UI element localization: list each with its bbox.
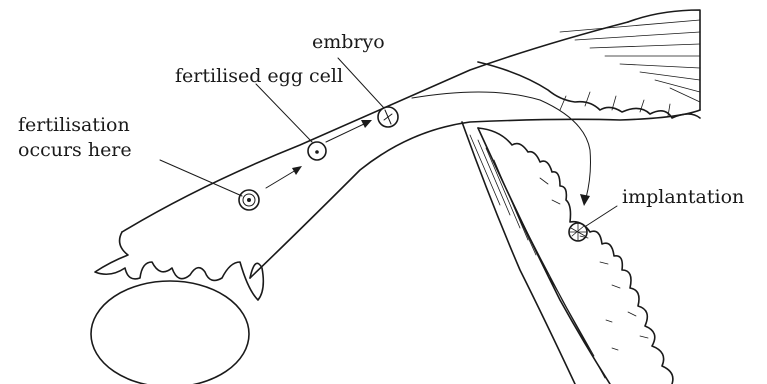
endometrium-texture xyxy=(540,92,670,350)
endometrium-upper xyxy=(478,62,700,118)
leader-implantation xyxy=(586,206,617,226)
label-implantation: implantation xyxy=(622,186,744,209)
label-fertilised-egg-cell: fertilised egg cell xyxy=(175,65,343,88)
label-fertilisation-line2: occurs here xyxy=(18,139,132,162)
label-fertilisation-line1: fertilisation xyxy=(18,114,130,137)
path-arrow-2 xyxy=(326,124,364,142)
implantation-arrow xyxy=(412,92,591,198)
label-embryo: embryo xyxy=(312,31,385,54)
path-arrow-1 xyxy=(266,170,296,188)
endometrium-wall xyxy=(478,128,673,384)
uterine-wall-left xyxy=(462,122,575,384)
upper-muscle-striations xyxy=(560,20,700,102)
path-arrow-1-head xyxy=(292,166,302,175)
implantation-arrow-head xyxy=(580,194,590,206)
uterine-striations xyxy=(470,135,605,378)
embryo-division xyxy=(384,110,392,124)
leader-fertilised-egg xyxy=(256,84,312,142)
leader-embryo xyxy=(338,58,384,108)
leader-fertilisation xyxy=(160,160,242,196)
ovary xyxy=(91,281,249,384)
fertilisation-site-nucleus xyxy=(247,198,251,202)
path-arrow-2-head xyxy=(361,120,372,128)
fimbriae xyxy=(95,232,263,300)
fertilised-egg-nucleus xyxy=(315,150,319,154)
